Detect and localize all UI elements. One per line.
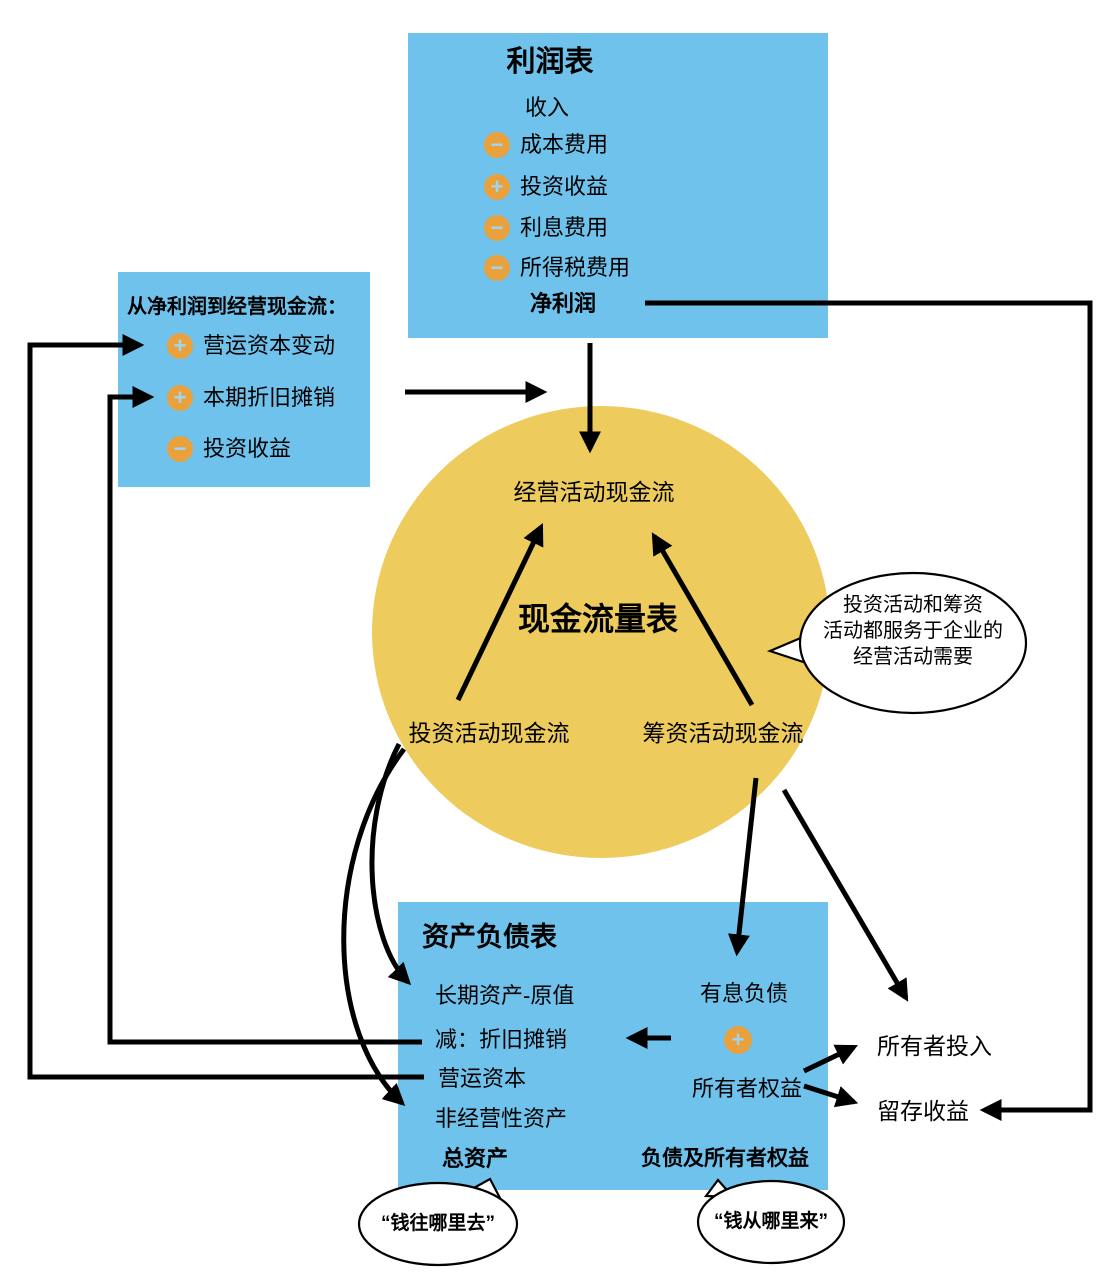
income-item-cost: − 成本费用	[484, 132, 608, 158]
financing-cash-flow-label: 筹资活动现金流	[642, 720, 804, 746]
total-liabilities-equity-label: 负债及所有者权益	[641, 1147, 809, 1170]
cash-flow-statement-title: 现金流量表	[517, 601, 679, 637]
adjustment-label: 营运资本变动	[203, 333, 336, 359]
adjustment-working-capital: + 营运资本变动	[167, 333, 335, 359]
plus-icon: +	[167, 385, 193, 411]
net-profit-label: 净利润	[530, 291, 597, 316]
working-capital-label: 营运资本	[438, 1066, 527, 1091]
arrow-depreciation-loop	[107, 385, 422, 1045]
owner-investment-label: 所有者投入	[877, 1033, 992, 1059]
where-money-goes-callout: “钱往哪里去”	[380, 1213, 496, 1234]
minus-icon: −	[484, 215, 510, 241]
income-item-interest-expense: − 利息费用	[484, 215, 608, 241]
adjustment-label: 本期折旧摊销	[203, 385, 336, 411]
income-item-label: 利息费用	[520, 215, 609, 241]
total-assets-label: 总资产	[442, 1146, 509, 1171]
arrow-investing-to-nonoperating-assets	[341, 747, 406, 1107]
income-statement-title: 利润表	[506, 46, 594, 78]
income-item-income-tax: − 所得税费用	[484, 255, 630, 281]
owners-equity-label: 所有者权益	[692, 1076, 803, 1101]
interest-bearing-debt-label: 有息负债	[700, 981, 789, 1006]
adjustment-depreciation: + 本期折旧摊销	[167, 385, 335, 411]
less-depreciation-label: 减：折旧摊销	[435, 1027, 568, 1052]
minus-icon: −	[484, 132, 510, 158]
adjustment-label: 投资收益	[203, 436, 292, 462]
where-money-comes-callout: “钱从哪里来”	[713, 1211, 829, 1232]
plus-icon: +	[484, 174, 510, 200]
income-item-label: 所得税费用	[520, 255, 631, 281]
investing-cash-flow-label: 投资活动现金流	[408, 720, 570, 746]
plus-icon: +	[167, 333, 193, 359]
plus-icon: +	[724, 1026, 752, 1054]
longterm-assets-label: 长期资产-原值	[435, 983, 575, 1008]
operating-cash-flow-label: 经营活动现金流	[513, 479, 675, 505]
adjustments-title: 从净利润到经营现金流：	[127, 296, 347, 318]
minus-icon: −	[484, 255, 510, 281]
minus-icon: −	[167, 436, 193, 462]
adjustment-investment-income: − 投资收益	[167, 436, 291, 462]
balance-sheet-title: 资产负债表	[422, 922, 557, 952]
service-note-line3: 经营活动需要	[853, 646, 973, 668]
income-item-label: 投资收益	[520, 174, 609, 200]
retained-earnings-label: 留存收益	[877, 1098, 969, 1124]
service-note-line1: 投资活动和筹资	[843, 594, 983, 616]
income-item-label: 成本费用	[520, 132, 609, 158]
revenue-label: 收入	[525, 95, 570, 120]
nonoperating-assets-label: 非经营性资产	[435, 1106, 568, 1131]
income-statement-box	[408, 33, 828, 338]
service-note-line2: 活动都服务于企业的	[823, 620, 1003, 642]
income-item-investment-income: + 投资收益	[484, 174, 608, 200]
